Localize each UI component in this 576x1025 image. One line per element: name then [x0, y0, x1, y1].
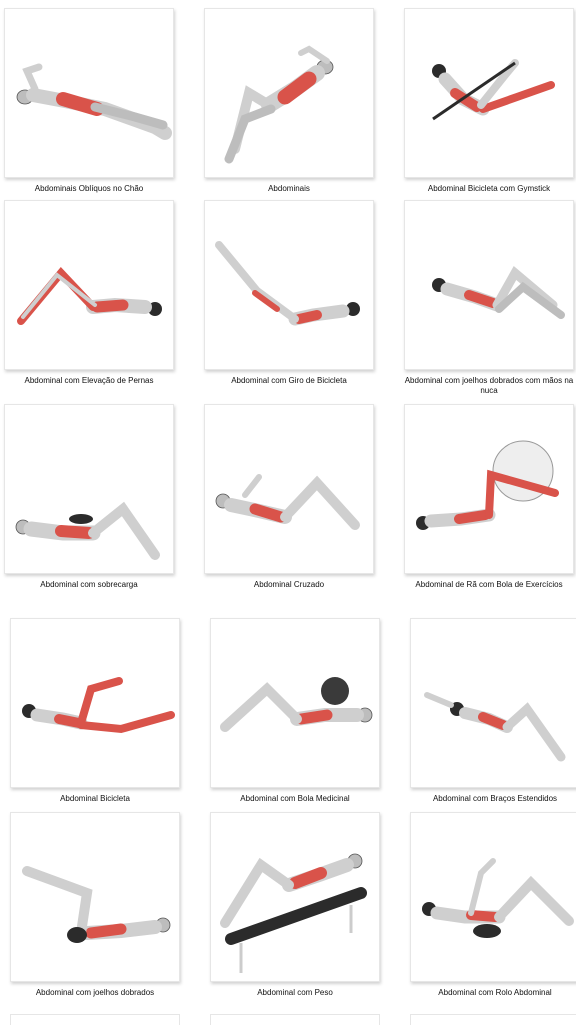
exercise-card[interactable]: Abdominal com joelhos dobrados com mãos …: [404, 200, 574, 396]
exercise-card[interactable]: Abdominal Bicicleta com Gymstick: [404, 8, 574, 194]
exercise-card[interactable]: Abdominal com Peso: [210, 812, 380, 998]
exercise-title[interactable]: Abdominal com joelhos dobrados com mãos …: [404, 376, 574, 395]
exercise-card[interactable]: Abdominal com Elevação de Pernas: [4, 200, 174, 386]
exercise-thumbnail[interactable]: [410, 1014, 576, 1025]
exercise-title[interactable]: Abdominais Oblíquos no Chão: [34, 184, 144, 193]
exercise-thumbnail[interactable]: [404, 200, 574, 370]
exercise-card[interactable]: Abdominal com Rolo Abdominal: [410, 812, 576, 998]
exercise-card[interactable]: Abdominais Oblíquos no Chão: [4, 8, 174, 194]
exercise-illustration: [424, 692, 566, 762]
exercise-title[interactable]: Abdominal com joelhos dobrados: [35, 988, 155, 997]
exercise-thumbnail[interactable]: [210, 618, 380, 788]
exercise-illustration: [16, 63, 172, 140]
exercise-title[interactable]: Abdominal Bicicleta: [60, 794, 130, 803]
exercise-illustration: [17, 266, 162, 325]
exercise-thumbnail[interactable]: [210, 812, 380, 982]
exercise-illustration: [22, 677, 175, 734]
exercise-title[interactable]: Abdominal com sobrecarga: [40, 580, 138, 589]
exercise-illustration: [15, 501, 160, 560]
exercise-title[interactable]: Abdominal com Giro de Bicicleta: [231, 376, 347, 385]
exercise-thumbnail[interactable]: [410, 618, 576, 788]
exercise-card[interactable]: Abdominal com Giro de Bicicleta: [204, 200, 374, 386]
exercise-title[interactable]: Abdominal com Rolo Abdominal: [438, 988, 552, 997]
exercise-thumbnail[interactable]: [10, 618, 180, 788]
exercise-title[interactable]: Abdominal Bicicleta com Gymstick: [427, 184, 551, 193]
exercise-illustration: [215, 474, 360, 530]
exercise-thumbnail[interactable]: [210, 1014, 380, 1025]
exercise-illustration: [224, 45, 334, 164]
exercise-illustration: [432, 266, 565, 319]
exercise-card[interactable]: Abdominal Bicicleta: [10, 618, 180, 804]
exercise-thumbnail[interactable]: [204, 404, 374, 574]
exercise-card[interactable]: Abdominal com Braços Estendidos: [410, 618, 576, 804]
exercise-title[interactable]: Abdominal com Braços Estendidos: [432, 794, 558, 803]
exercise-thumbnail[interactable]: [204, 8, 374, 178]
exercise-illustration: [22, 866, 171, 943]
exercise-thumbnail[interactable]: [404, 404, 574, 574]
exercise-thumbnail[interactable]: [204, 200, 374, 370]
exercise-card[interactable]: Abdominais: [204, 8, 374, 194]
exercise-card[interactable]: Abdominal com Bola Medicinal: [210, 618, 380, 804]
exercise-illustration: [220, 677, 373, 732]
exercise-card[interactable]: Abdominal com joelhos dobrados: [10, 812, 180, 998]
exercise-illustration: [215, 241, 360, 326]
exercise-thumbnail[interactable]: [404, 8, 574, 178]
exercise-thumbnail[interactable]: [4, 8, 174, 178]
exercise-illustration: [416, 440, 559, 530]
exercise-title[interactable]: Abdominal com Elevação de Pernas: [24, 376, 154, 385]
exercise-thumbnail[interactable]: [410, 812, 576, 982]
exercise-title[interactable]: Abdominal de Rã com Bola de Exercícios: [415, 580, 563, 589]
exercise-thumbnail[interactable]: [10, 1014, 180, 1025]
exercise-card[interactable]: Abdominal de Rã com Bola de Exercícios: [404, 404, 574, 590]
exercise-title[interactable]: Abdominal Cruzado: [253, 580, 325, 589]
exercise-thumbnail[interactable]: [10, 812, 180, 982]
exercise-illustration: [432, 59, 555, 121]
exercise-title[interactable]: Abdominal com Bola Medicinal: [240, 794, 350, 803]
exercise-illustration: [422, 858, 574, 938]
exercise-card[interactable]: Abdominal Cruzado: [204, 404, 374, 590]
exercise-title[interactable]: Abdominal com Peso: [257, 988, 333, 997]
exercise-thumbnail[interactable]: [4, 200, 174, 370]
exercise-title[interactable]: Abdominais: [268, 184, 310, 193]
exercise-thumbnail[interactable]: [4, 404, 174, 574]
exercise-illustration: [220, 853, 367, 973]
exercise-card[interactable]: Abdominal com sobrecarga: [4, 404, 174, 590]
